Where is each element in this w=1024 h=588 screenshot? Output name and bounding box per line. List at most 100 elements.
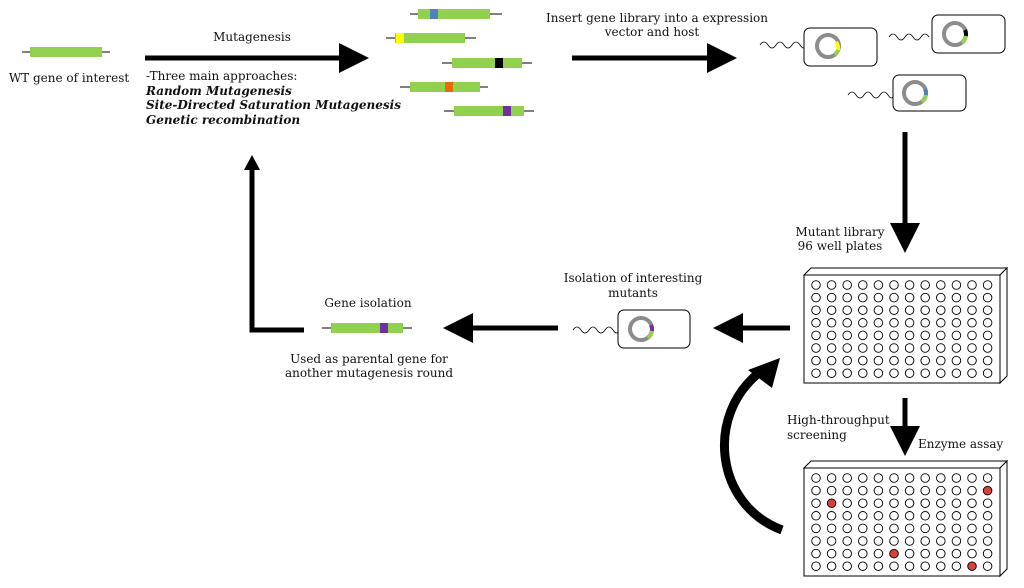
isolated-gene (322, 323, 412, 333)
well (967, 548, 977, 559)
host-cell-2 (888, 14, 1006, 54)
approach-site-directed: Site-Directed Saturation Mutagenesis (146, 98, 401, 112)
well (842, 318, 852, 328)
positive-hit-well (982, 485, 993, 496)
positive-hit-well (967, 561, 977, 571)
well (967, 355, 977, 366)
isolated-mutant-cell (572, 309, 691, 349)
well (904, 355, 915, 366)
mutagenesis-label: Mutagenesis (213, 30, 291, 44)
well (982, 355, 993, 366)
well (904, 498, 915, 508)
well (904, 343, 915, 353)
well (982, 280, 993, 290)
well (873, 343, 884, 353)
well (811, 536, 821, 546)
approach-genetic-recombination: Genetic recombination (146, 113, 301, 127)
well (951, 368, 962, 378)
well (889, 511, 899, 521)
well (842, 548, 852, 559)
well (951, 355, 962, 366)
well (936, 473, 946, 483)
well (904, 280, 915, 290)
well (904, 473, 915, 483)
well (811, 511, 821, 521)
well (873, 305, 884, 315)
well (967, 280, 977, 290)
well (904, 318, 915, 328)
well (982, 318, 993, 328)
well (967, 536, 977, 546)
well (936, 355, 946, 366)
well (826, 368, 837, 378)
well (904, 536, 915, 546)
well (982, 498, 993, 508)
well (842, 561, 852, 571)
well (936, 280, 946, 290)
well (920, 523, 930, 534)
well (889, 368, 899, 378)
well (873, 485, 884, 496)
hts-label-line1: High-throughput (787, 413, 890, 427)
well (826, 305, 837, 315)
well (842, 485, 852, 496)
mutant-library-label: Mutant library (795, 225, 885, 239)
positive-hit-well (826, 498, 837, 508)
well (904, 548, 915, 559)
well (967, 343, 977, 353)
well (826, 318, 837, 328)
well (967, 511, 977, 521)
isolation-mutants-label-line2: mutants (608, 286, 658, 300)
well (951, 548, 962, 559)
well (889, 485, 899, 496)
well (904, 368, 915, 378)
well (920, 318, 930, 328)
well (811, 548, 821, 559)
well (904, 305, 915, 315)
parental-gene-label-line2: another mutagenesis round (284, 366, 454, 380)
well (842, 330, 852, 341)
well (904, 485, 915, 496)
high-throughput-screening-curved-arrow (719, 358, 784, 535)
well (936, 523, 946, 534)
mutant-gene-library (386, 9, 534, 116)
well (889, 318, 899, 328)
well (951, 292, 962, 303)
well (826, 473, 837, 483)
well (858, 292, 868, 303)
screening-plate (802, 459, 1009, 578)
approach-random-mutagenesis: Random Mutagenesis (146, 84, 292, 98)
well (826, 523, 837, 534)
well (842, 498, 852, 508)
well (811, 523, 821, 534)
well (826, 561, 837, 571)
mutant-gene-orange (400, 82, 488, 92)
well (889, 355, 899, 366)
well (858, 548, 868, 559)
well (811, 330, 821, 341)
well (951, 561, 962, 571)
well (951, 473, 962, 483)
well (967, 330, 977, 341)
well (982, 561, 993, 571)
mutant-gene-black (442, 58, 532, 68)
well (842, 523, 852, 534)
well (982, 305, 993, 315)
mutant-gene-purple (444, 106, 534, 116)
well (889, 561, 899, 571)
well (951, 318, 962, 328)
well (842, 355, 852, 366)
insert-label-line1: Insert gene library into a expression (546, 11, 768, 25)
well (936, 511, 946, 521)
well (920, 292, 930, 303)
well (889, 536, 899, 546)
well (920, 511, 930, 521)
well (889, 498, 899, 508)
well (951, 523, 962, 534)
well (936, 536, 946, 546)
well (873, 355, 884, 366)
well (920, 548, 930, 559)
well (920, 330, 930, 341)
well (982, 523, 993, 534)
